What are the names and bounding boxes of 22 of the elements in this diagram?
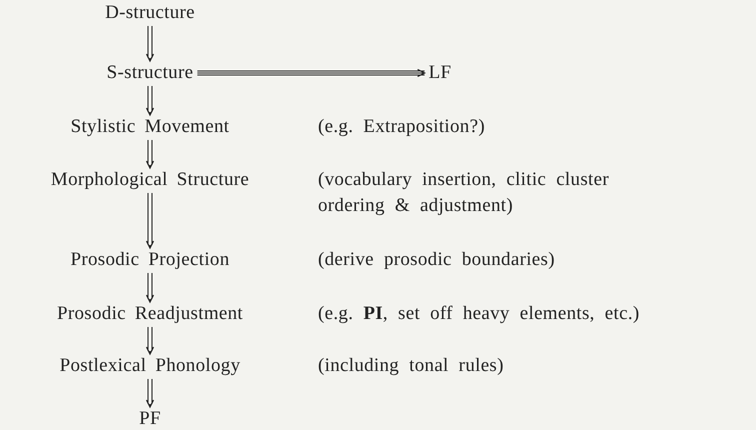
stage-label: D-structure: [105, 2, 195, 24]
double-arrow: [146, 86, 154, 116]
double-arrow: [146, 140, 154, 169]
stage-note: (derive prosodic boundaries): [318, 248, 556, 272]
double-arrow: [196, 68, 426, 78]
stage-note: (e.g. Extraposition?): [318, 115, 486, 139]
stage-note: (vocabulary insertion, clitic cluster ordering & adjustment): [318, 168, 610, 218]
stage-label: Morphological Structure: [50, 169, 250, 191]
stage-note: (e.g. PI, set off heavy elements, etc.): [318, 302, 641, 326]
stage-label: S-structure: [106, 62, 194, 84]
stage-label: Stylistic Movement: [70, 116, 230, 138]
stage-label: Prosodic Projection: [70, 249, 230, 271]
double-arrow: [146, 192, 154, 249]
stage-label: Prosodic Readjustment: [56, 303, 244, 325]
stage-label: LF: [428, 62, 452, 84]
stage-note: (including tonal rules): [318, 354, 505, 378]
double-arrow: [146, 26, 154, 62]
double-arrow: [146, 272, 154, 303]
double-arrow: [146, 326, 154, 355]
stage-label: Postlexical Phonology: [60, 355, 240, 377]
double-arrow: [146, 378, 154, 408]
stage-label: PF: [139, 408, 161, 430]
